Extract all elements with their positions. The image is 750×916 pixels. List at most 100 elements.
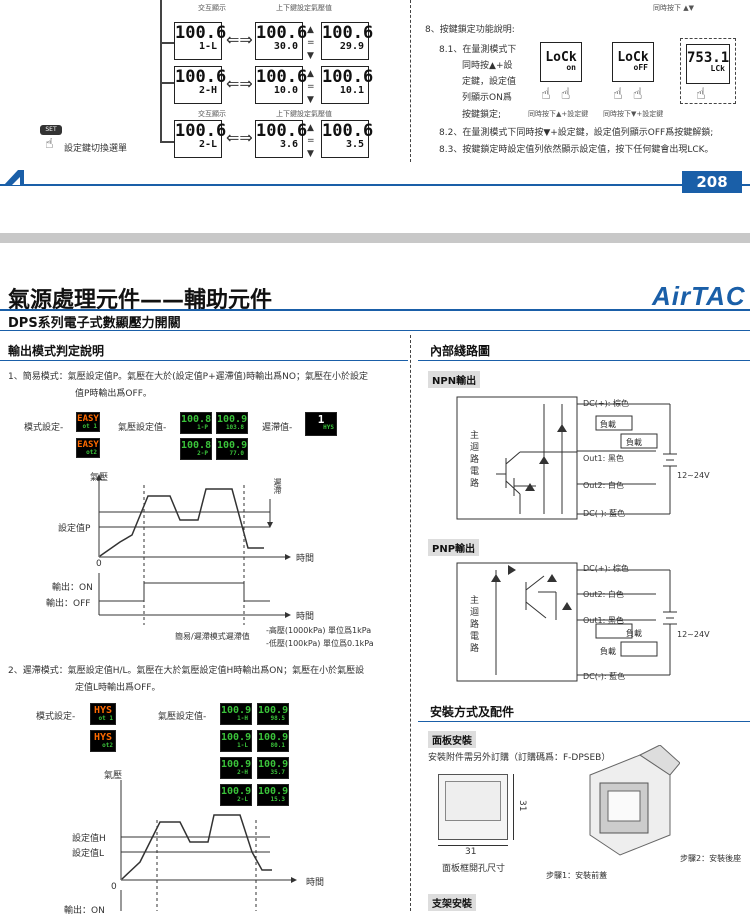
zero-label: 0 bbox=[111, 882, 117, 892]
panel-label: 面板安裝 bbox=[428, 731, 476, 748]
set-key-icon: SET bbox=[40, 125, 62, 135]
lcd-main-value: 100.9 bbox=[258, 732, 289, 743]
lock-frame bbox=[680, 38, 736, 104]
out-on: 輸出：ON bbox=[52, 583, 93, 593]
set-l-label: 設定值L bbox=[72, 849, 105, 859]
sec8-title: 8、按鍵鎖定功能說明: bbox=[425, 25, 515, 35]
lcd-main-value: 100.9 bbox=[221, 732, 252, 743]
lcd-display: 100.6 2-H bbox=[174, 66, 226, 104]
lcd-sub-value: 2-H bbox=[237, 769, 248, 776]
s83-text: 8.3、按鍵鎖定時設定值列依然顯示設定值，按下任何鍵會出現LCK。 bbox=[439, 145, 714, 155]
press-label: 氣壓設定值- bbox=[158, 712, 207, 722]
lcd-display: HYS ot 1 bbox=[90, 703, 116, 725]
main-circuit-label: 主迴路電路 bbox=[470, 596, 480, 654]
s81-text: 定鍵，設定值 bbox=[462, 77, 517, 87]
lcd-display: 100.6 3.6 bbox=[255, 120, 307, 158]
lcd-display: 100.6 29.9 bbox=[321, 22, 373, 60]
zero-label: 0 bbox=[96, 559, 102, 569]
s81-text: 同時按▲+設 bbox=[462, 61, 513, 71]
rule bbox=[418, 721, 750, 722]
blue-rule bbox=[0, 330, 750, 331]
time-label: 時間 bbox=[296, 554, 315, 564]
load-label: 負載 bbox=[626, 438, 642, 447]
out1-label: Out1: 黑色 bbox=[583, 454, 624, 463]
lcd-display: 1 HYS bbox=[305, 412, 337, 436]
s81-text: 8.1、在量測模式下 bbox=[439, 45, 517, 55]
lcd-sub-value: 1-P bbox=[197, 424, 208, 431]
lcd-display: LoCk on bbox=[540, 42, 582, 82]
swap-arrow-icon: ⇐⇒ bbox=[226, 30, 253, 49]
lcd-sub-value: 98.5 bbox=[270, 715, 285, 722]
mode-label: 模式設定- bbox=[24, 423, 64, 433]
mode-label: 模式設定- bbox=[36, 712, 76, 722]
lcd-main-value: 100.9 bbox=[221, 786, 252, 797]
hand-icon: ☝ bbox=[696, 84, 706, 103]
lcd-main-value: 100.9 bbox=[221, 705, 252, 716]
lock-caption: 同時按下▼+設定鍵 bbox=[603, 110, 664, 118]
lcd-display: 100.6 2-L bbox=[174, 120, 226, 158]
dim-line bbox=[513, 774, 514, 840]
out1-label: Out1: 黑色 bbox=[583, 616, 624, 625]
divider bbox=[410, 335, 411, 911]
pnp-label: PNP輸出 bbox=[428, 539, 480, 556]
pnp-circuit bbox=[456, 562, 677, 682]
lcd-display: 100.6 10.1 bbox=[321, 66, 373, 104]
hyst-label: 遲滯 bbox=[273, 478, 282, 494]
top-right-caption: 同時按下 ▲▼ bbox=[653, 4, 694, 12]
lcd-sub-value: 80.1 bbox=[270, 742, 285, 749]
hysteresis-graph bbox=[120, 780, 297, 911]
out2-label: Out2: 白色 bbox=[583, 590, 624, 599]
dim-w: 31 bbox=[465, 847, 477, 857]
flow-line bbox=[160, 141, 174, 143]
lcd-display: 100.6 10.0 bbox=[255, 66, 307, 104]
cutout-label: 面板框開孔尺寸 bbox=[442, 864, 506, 874]
s81-text: 列顯示ON爲 bbox=[462, 93, 512, 103]
load-label: 負載 bbox=[626, 629, 642, 638]
lcd-display: 753.1 LCk bbox=[686, 44, 730, 84]
p1: 1、簡易模式：氣壓設定值P。氣壓在大於(設定值P+遲滯值)時輸出爲NO；氣壓在小… bbox=[8, 372, 368, 382]
p1b: 值P時輸出爲OFF。 bbox=[75, 389, 152, 399]
lcd-sub-value: 1-L bbox=[237, 742, 248, 749]
lcd-sub-value: 35.7 bbox=[270, 769, 285, 776]
panel-cutout bbox=[438, 774, 508, 840]
out-off: 輸出：OFF bbox=[46, 599, 91, 609]
lcd-main-value: 100.9 bbox=[258, 705, 289, 716]
load-label: 負載 bbox=[600, 647, 616, 656]
up-down-icon: ▲=▼ bbox=[307, 25, 315, 61]
load-label: 負載 bbox=[600, 420, 616, 429]
page-title: 氣源處理元件——輔助元件 bbox=[8, 288, 273, 313]
voltage-label: 12~24V bbox=[677, 471, 710, 480]
dc-plus: DC(+): 棕色 bbox=[583, 564, 629, 573]
page-subtitle: DPS系列電子式數顯壓力開關 bbox=[8, 316, 181, 331]
s81-text: 按鍵鎖定; bbox=[462, 110, 502, 120]
set-h-label: 設定值H bbox=[72, 834, 106, 844]
dc-plus: DC(+): 棕色 bbox=[583, 399, 629, 408]
rule bbox=[418, 360, 750, 361]
lcd-sub-value: 77.0 bbox=[229, 450, 244, 457]
set-key-label: 設定鍵切換選單 bbox=[64, 144, 128, 154]
out2-label: Out2: 白色 bbox=[583, 481, 624, 490]
row-caption: 交互顯示 bbox=[198, 4, 226, 12]
note2: -低壓(100kPa) 單位爲0.1kPa bbox=[266, 639, 374, 648]
brand-logo: AirTAC bbox=[652, 281, 746, 311]
row-caption: 交互顯示 bbox=[198, 110, 226, 118]
dim-h: 31 bbox=[517, 800, 527, 812]
s82-text: 8.2、在量測模式下同時按▼+設定鍵，設定值列顯示OFF爲按鍵解鎖; bbox=[439, 128, 714, 138]
lcd-display: HYS ot2 bbox=[90, 730, 116, 752]
lcd-display: 100.6 3.5 bbox=[321, 120, 373, 158]
up-down-icon: ▲=▼ bbox=[307, 123, 315, 159]
axis-label: 氣壓 bbox=[104, 771, 123, 781]
lcd-main-value: 100.9 bbox=[217, 440, 248, 451]
note-left: 簡易/遲滯模式遲滯值 bbox=[175, 632, 250, 641]
step1-label: 步驟1：安裝前蓋 bbox=[546, 871, 608, 880]
hand-icon: ☝ bbox=[45, 136, 54, 152]
section-title: 輸出模式判定說明 bbox=[8, 344, 105, 358]
